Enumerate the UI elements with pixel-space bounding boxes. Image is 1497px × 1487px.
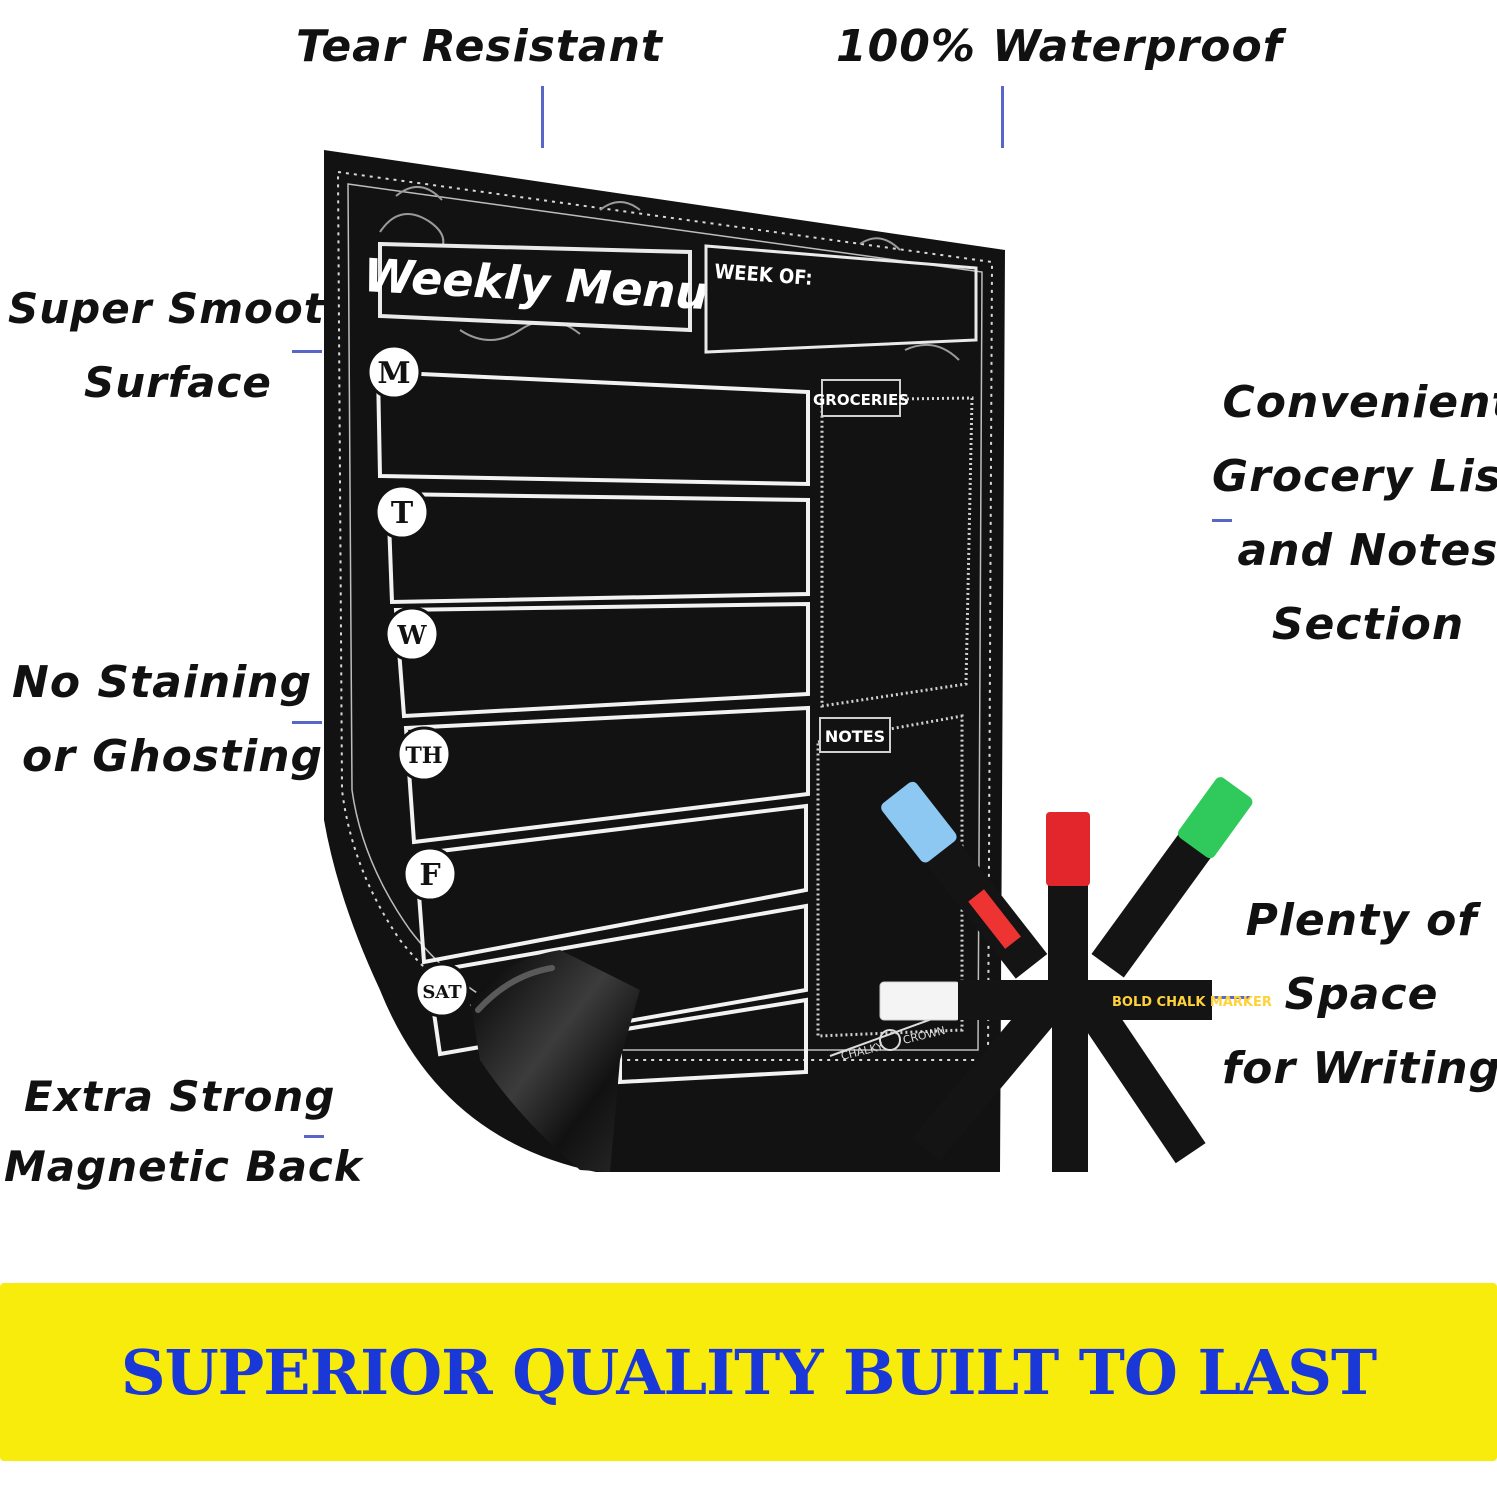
day-row-tuesday [385, 491, 810, 605]
chalk-markers: BOLD CHALK MARKER [879, 777, 1272, 1172]
callout-tear-resistant: Tear Resistant [296, 10, 663, 84]
tick-tear [541, 86, 544, 148]
product-illustration: Weekly Menu WEEK OF: M T W TH [324, 150, 1272, 1172]
tick-smooth [292, 350, 322, 353]
day-badges: M T W TH F SAT [366, 344, 470, 1018]
callout-line: Space [1284, 969, 1439, 1020]
badge-thursday: TH [396, 726, 452, 782]
callout-line: or Ghosting [22, 731, 324, 782]
callout-magnetic-back: Extra Strong Magnetic Back [4, 1062, 363, 1202]
marker-lower-center [1052, 1004, 1088, 1172]
callout-line: 100% Waterproof [836, 21, 1283, 72]
badge-friday: F [402, 846, 458, 902]
quality-banner: SUPERIOR QUALITY BUILT TO LAST [0, 1283, 1497, 1461]
callout-line: for Writing [1222, 1043, 1497, 1094]
callout-line: Convenient [1222, 377, 1497, 428]
callout-line: Super Smooth [8, 284, 356, 333]
groceries-label: GROCERIES [813, 391, 909, 409]
badge-label: M [377, 356, 410, 391]
callout-line: Extra Strong [24, 1072, 336, 1121]
day-row-wednesday [393, 601, 810, 719]
callout-grocery-list: Convenient Grocery List and Notes Sectio… [1212, 366, 1497, 662]
day-rows [375, 369, 810, 1085]
day-row-thursday [403, 705, 810, 845]
tick-grocery [1212, 519, 1232, 522]
curl-highlight [475, 965, 555, 1013]
groceries-tag [821, 379, 901, 417]
magnetic-back-curl [470, 950, 640, 1172]
marker-lower-right [1075, 993, 1206, 1164]
banner-text: SUPERIOR QUALITY BUILT TO LAST [120, 1335, 1377, 1409]
callout-line: Surface [84, 358, 272, 407]
tick-staining [292, 721, 322, 724]
callout-waterproof: 100% Waterproof [836, 10, 1283, 84]
day-row-sunday [618, 997, 808, 1085]
badge-tuesday: T [374, 484, 430, 540]
marker-green [1091, 777, 1253, 978]
callout-smooth-surface: Super Smooth Surface [8, 272, 356, 420]
notes-label: NOTES [825, 727, 885, 746]
badge-saturday: SAT [414, 962, 470, 1018]
callout-line: Magnetic Back [4, 1142, 363, 1191]
badge-label: T [391, 496, 414, 531]
notes-tag [819, 717, 891, 753]
tick-waterproof [1001, 86, 1004, 148]
badge-wednesday: W [384, 606, 440, 662]
marker-label: BOLD CHALK MARKER [1112, 995, 1272, 1010]
callout-line: No Staining [12, 657, 313, 708]
tick-magnetic [304, 1135, 324, 1138]
week-of-box [704, 244, 978, 354]
marker-red [1046, 812, 1090, 1000]
day-row-saturday [425, 903, 808, 1057]
callout-line: Plenty of [1245, 895, 1478, 946]
badge-label: F [419, 858, 440, 893]
badge-label: W [396, 621, 427, 651]
title-banner [378, 241, 692, 333]
groceries-panel [820, 396, 974, 708]
badge-label: TH [405, 743, 442, 769]
callout-line: Section [1271, 599, 1465, 650]
badge-label: SAT [422, 982, 462, 1003]
day-row-friday [413, 803, 808, 965]
callout-line: and Notes [1237, 525, 1497, 576]
tick-space [1208, 996, 1250, 999]
callout-line: Tear Resistant [296, 21, 663, 72]
callout-no-staining: No Staining or Ghosting [12, 646, 323, 794]
notes-panel [816, 714, 964, 1038]
marker-blue [881, 781, 1048, 979]
callout-space-writing: Plenty of Space for Writing [1222, 884, 1497, 1106]
callout-line: Grocery List [1212, 451, 1497, 502]
marker-lower-left [912, 992, 1062, 1162]
day-row-monday [375, 369, 810, 487]
badge-monday: M [366, 344, 422, 400]
